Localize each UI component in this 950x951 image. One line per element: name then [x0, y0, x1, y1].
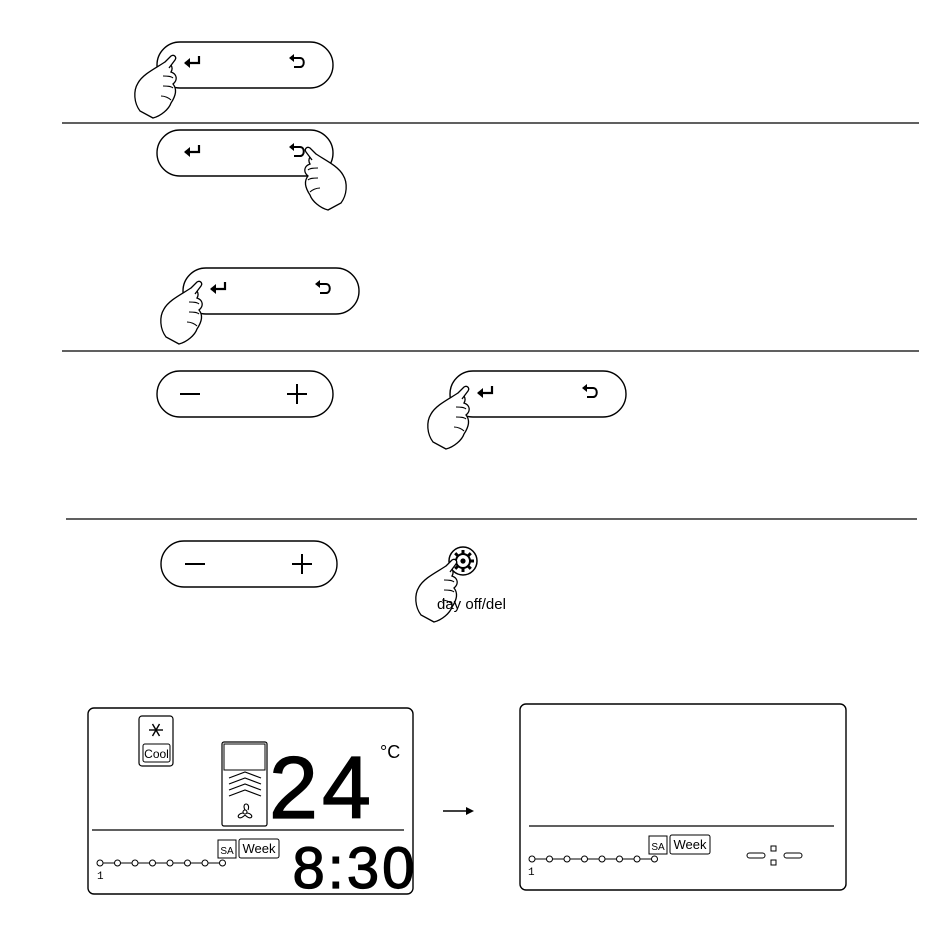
pointing-hand-icon [161, 281, 202, 344]
button-pill[interactable] [183, 268, 359, 314]
timeline-start-label: 1 [97, 871, 104, 883]
mode-label: Cool [144, 747, 169, 761]
day-badge: SA [649, 836, 667, 854]
temperature-readout: 24 [269, 738, 375, 837]
step-1 [135, 42, 333, 118]
timeline-dot [220, 860, 226, 866]
timeline-dot [185, 860, 191, 866]
day-badge: SA [218, 840, 236, 858]
step-3 [161, 268, 359, 344]
pointing-hand-icon [428, 386, 469, 449]
week-badge: Week [670, 835, 710, 854]
step-5: day off/del [161, 541, 506, 622]
timeline-dot [634, 856, 640, 862]
temperature-unit: °C [380, 742, 400, 762]
button-pill[interactable] [450, 371, 626, 417]
timeline-dot [115, 860, 121, 866]
timeline-dot [599, 856, 605, 862]
button-pill[interactable] [157, 42, 333, 88]
timeline-dot [582, 856, 588, 862]
timeline-dot [617, 856, 623, 862]
timeline-dot [564, 856, 570, 862]
timeline-dot [547, 856, 553, 862]
clock-readout: 8:30 [293, 836, 418, 901]
step-2 [157, 130, 346, 210]
gear-label: day off/del [437, 596, 506, 613]
timeline-dot [202, 860, 208, 866]
svg-text:Week: Week [243, 841, 276, 856]
svg-text:Week: Week [674, 837, 707, 852]
step-4 [157, 371, 626, 449]
timeline-dot [97, 860, 103, 866]
timeline-start-label: 1 [528, 867, 535, 879]
lcd-frame [520, 704, 846, 890]
timeline-dot [150, 860, 156, 866]
pointing-hand-icon [135, 55, 176, 118]
cool-mode-badge: Cool [139, 716, 173, 766]
timeline-dot [132, 860, 138, 866]
display-after: SA Week 1 [520, 704, 846, 890]
svg-text:SA: SA [220, 846, 234, 857]
timeline-dot [652, 856, 658, 862]
display-before: Cool 24 °C SA [88, 708, 417, 901]
timeline-dot [529, 856, 535, 862]
timeline-dot [167, 860, 173, 866]
svg-text:SA: SA [651, 842, 665, 853]
right-arrow-icon [443, 807, 474, 815]
fan-speed-indicator [222, 742, 267, 826]
week-badge: Week [239, 839, 279, 858]
